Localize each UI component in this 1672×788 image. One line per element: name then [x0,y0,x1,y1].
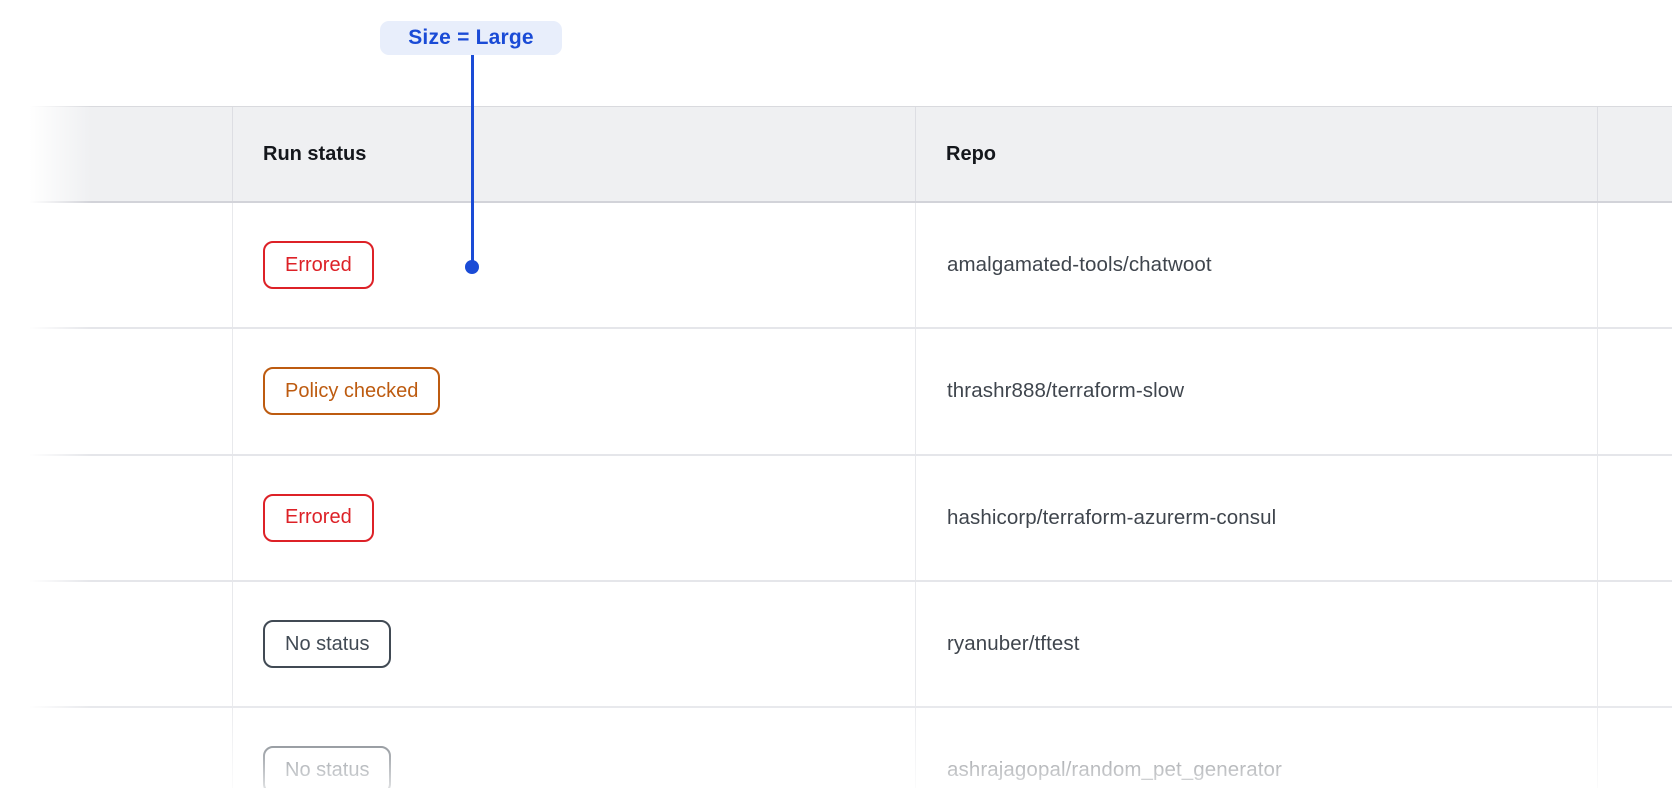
run-status-badge: No status [263,620,392,669]
run-status-cell: No status [233,581,916,707]
repo-name: amalgamated-tools/chatwoot [947,253,1212,277]
table-row: No status ryanuber/tftest [0,581,1672,709]
size-annotation-pill: Size = Large [380,21,562,55]
repo-cell: hashicorp/terraform-azurerm-consul [916,455,1598,580]
column-header-repo-label: Repo [946,142,996,165]
run-status-badge: No status [263,746,392,788]
run-status-cell: Policy checked [233,329,916,454]
repo-name: ashrajagopal/random_pet_generator [947,758,1282,782]
repo-cell: ashrajagopal/random_pet_generator [916,708,1598,788]
row-leading-cell [0,581,233,707]
run-status-badge: Errored [263,241,374,290]
column-header-run-status-label: Run status [263,142,367,165]
run-status-badge: Policy checked [263,367,441,416]
table-body: Errored amalgamated-tools/chatwoot Polic… [0,203,1672,788]
row-leading-cell [0,329,233,454]
table-header-row: Run status Repo [0,106,1672,203]
repo-cell: ryanuber/tftest [916,581,1598,707]
table-row: Policy checked thrashr888/terraform-slow [0,329,1672,456]
table-row: No status ashrajagopal/random_pet_genera… [0,708,1672,788]
repo-cell: amalgamated-tools/chatwoot [916,203,1598,328]
run-status-cell: No status [233,708,916,788]
annotation-pointer-dot [465,260,479,274]
run-status-badge: Errored [263,493,374,542]
column-header-run-status: Run status [233,107,916,201]
repo-cell: thrashr888/terraform-slow [916,329,1598,454]
repo-name: hashicorp/terraform-azurerm-consul [947,505,1277,529]
row-leading-cell [0,203,233,328]
repo-name: thrashr888/terraform-slow [947,379,1185,403]
row-trailing-cell [1598,329,1671,453]
column-header-blank [0,107,233,201]
run-status-cell: Errored [233,203,916,328]
table-row: Errored amalgamated-tools/chatwoot [0,203,1672,330]
row-leading-cell [0,708,233,788]
size-annotation-label: Size = Large [408,26,534,49]
annotation-pointer-line [471,55,474,267]
repo-name: ryanuber/tftest [947,632,1080,656]
row-trailing-cell [1598,582,1671,706]
runs-table: Run status Repo Errored amalgamated-tool… [0,106,1672,788]
row-trailing-cell [1598,456,1671,580]
row-trailing-cell [1598,708,1671,788]
table-row: Errored hashicorp/terraform-azurerm-cons… [0,455,1672,582]
column-header-repo: Repo [916,107,1598,201]
run-status-cell: Errored [233,455,916,580]
row-leading-cell [0,455,233,580]
row-trailing-cell [1598,203,1671,327]
column-header-fade [1598,107,1671,201]
